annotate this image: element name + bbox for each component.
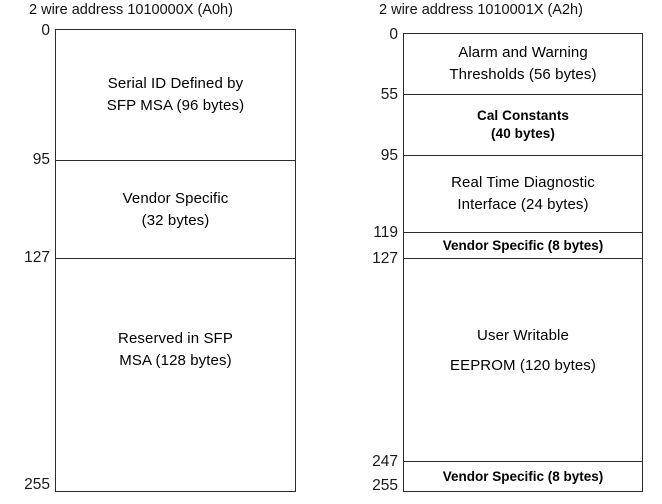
segment-real-time-diagnostic-interface: Real Time Diagnostic Interface (24 bytes…: [404, 156, 642, 233]
segment-vendor-specific-32-line1: Vendor Specific: [122, 189, 229, 207]
address-label-a2h-0: 0: [389, 26, 398, 43]
address-label-a2h-255: 255: [372, 477, 398, 494]
segment-vendor-specific-32: Vendor Specific (32 bytes): [56, 161, 295, 259]
segment-alarm-warning-thresholds-line1: Alarm and Warning: [458, 44, 588, 61]
address-label-a0h-95: 95: [32, 151, 50, 168]
segment-serial-id-line1: Serial ID Defined by: [107, 75, 244, 92]
segment-alarm-warning-thresholds: Alarm and Warning Thresholds (56 bytes): [404, 34, 642, 95]
address-label-a2h-119: 119: [373, 224, 398, 241]
segment-vendor-specific-8-lower-line1: Vendor Specific (8 bytes): [442, 468, 604, 484]
segment-reserved-sfp-msa: Reserved in SFP MSA (128 bytes): [56, 259, 295, 491]
column-title-a2h: 2 wire address 1010001X (A2h): [379, 2, 583, 18]
memory-map-box-a0h: Serial ID Defined by SFP MSA (96 bytes) …: [55, 29, 296, 492]
segment-cal-constants: Cal Constants (40 bytes): [404, 95, 642, 156]
segment-cal-constants-line1: Cal Constants: [476, 108, 570, 123]
address-label-a2h-95: 95: [380, 147, 398, 164]
address-label-a2h-55: 55: [380, 86, 398, 103]
segment-alarm-warning-thresholds-line2: Thresholds (56 bytes): [449, 66, 597, 83]
segment-real-time-diagnostic-interface-line1: Real Time Diagnostic: [451, 174, 595, 191]
segment-reserved-sfp-msa-line2: MSA (128 bytes): [119, 352, 232, 369]
segment-real-time-diagnostic-interface-line2: Interface (24 bytes): [457, 196, 589, 213]
column-title-a0h: 2 wire address 1010000X (A0h): [29, 2, 233, 18]
segment-reserved-sfp-msa-line1: Reserved in SFP: [118, 330, 233, 347]
segment-vendor-specific-8-upper-line1: Vendor Specific (8 bytes): [442, 237, 604, 253]
segment-vendor-specific-32-line2: (32 bytes): [141, 211, 210, 229]
address-label-a2h-247: 247: [372, 453, 398, 470]
address-label-a0h-127: 127: [24, 249, 50, 266]
address-label-a0h-0: 0: [41, 22, 50, 39]
segment-vendor-specific-8-lower: Vendor Specific (8 bytes): [404, 462, 642, 491]
segment-vendor-specific-8-upper: Vendor Specific (8 bytes): [404, 233, 642, 259]
segment-cal-constants-line2: (40 bytes): [490, 126, 556, 141]
segment-user-writable-eeprom-line2: EEPROM (120 bytes): [449, 357, 596, 374]
segment-user-writable-eeprom-line1: User Writable: [477, 327, 569, 344]
address-label-a2h-127: 127: [372, 250, 398, 267]
segment-user-writable-eeprom: User Writable EEPROM (120 bytes): [404, 259, 642, 462]
address-label-a0h-255: 255: [24, 476, 50, 493]
memory-map-box-a2h: Alarm and Warning Thresholds (56 bytes) …: [403, 33, 643, 492]
segment-serial-id: Serial ID Defined by SFP MSA (96 bytes): [56, 30, 295, 161]
segment-serial-id-line2: SFP MSA (96 bytes): [106, 97, 245, 114]
